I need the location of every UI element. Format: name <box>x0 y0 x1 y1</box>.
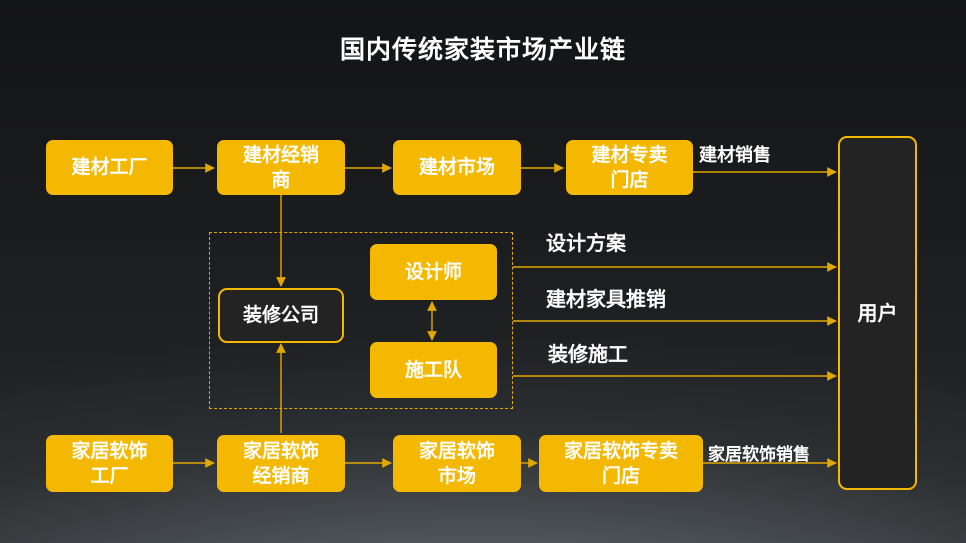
label-design-plan: 设计方案 <box>546 231 626 255</box>
service-group-frame <box>209 232 513 409</box>
node-building-dealer: 建材经销 商 <box>217 140 345 195</box>
node-furnishing-dealer: 家居软饰 经销商 <box>217 435 345 492</box>
label-building-sales: 建材销售 <box>699 145 771 166</box>
node-user: 用户 <box>838 136 917 490</box>
node-designer: 设计师 <box>370 244 497 300</box>
node-building-store: 建材专卖 门店 <box>566 140 693 195</box>
label-decoration-construction: 装修施工 <box>548 342 628 366</box>
node-building-factory: 建材工厂 <box>46 140 173 195</box>
page-title: 国内传统家装市场产业链 <box>339 35 626 64</box>
node-decoration-company: 装修公司 <box>218 288 344 343</box>
node-building-market: 建材市场 <box>393 140 521 195</box>
label-furnishing-sales: 家居软饰销售 <box>708 445 810 465</box>
label-material-promotion: 建材家具推销 <box>546 287 666 311</box>
node-furnishing-factory: 家居软饰 工厂 <box>46 435 173 492</box>
node-furnishing-store: 家居软饰专卖 门店 <box>539 435 703 492</box>
node-construction-team: 施工队 <box>370 342 497 398</box>
node-furnishing-market: 家居软饰 市场 <box>393 435 521 492</box>
